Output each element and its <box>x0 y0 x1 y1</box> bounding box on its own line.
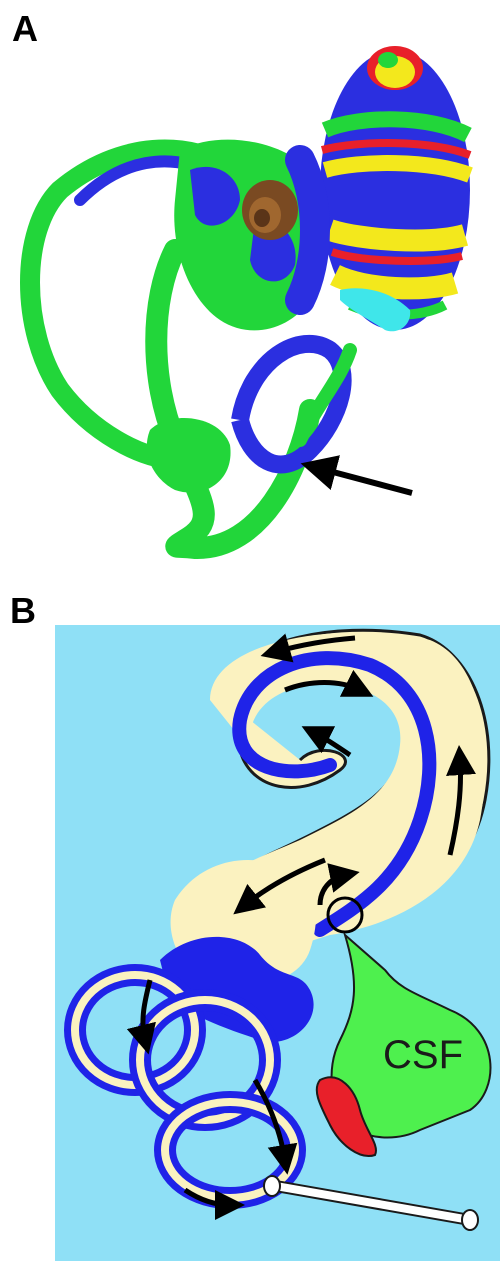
panel-a-inner-ear-model <box>30 46 470 548</box>
endolymphatic-sac <box>242 180 298 240</box>
panel-b-schematic: CSF <box>55 625 500 1261</box>
base-junction <box>147 418 231 493</box>
cochlea <box>300 46 470 330</box>
pointer-arrow <box>318 468 412 493</box>
csf-label: CSF <box>383 1033 463 1077</box>
